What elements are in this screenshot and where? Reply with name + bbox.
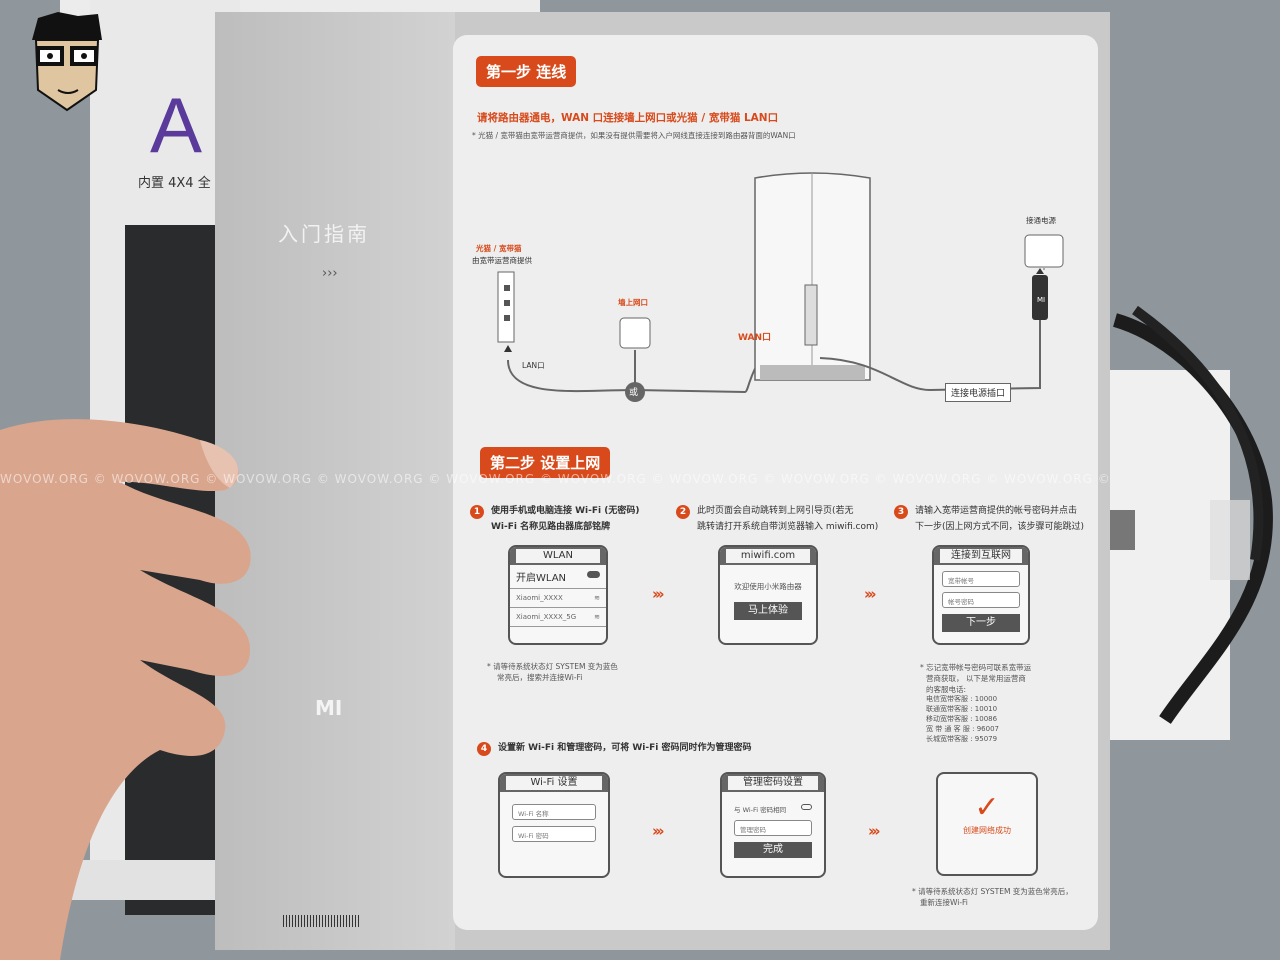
- modem-label: 光猫 / 宽带猫: [476, 244, 522, 253]
- step-number-4: 4: [477, 742, 491, 756]
- wifi-network-item: Xiaomi_XXXX≋: [510, 589, 606, 608]
- wlan-toggle-row: 开启WLAN: [510, 565, 606, 589]
- plug-logo: MI: [1037, 296, 1046, 304]
- wan-label: WAN口: [738, 333, 772, 343]
- done-button: 完成: [734, 842, 812, 858]
- admin-setup-screen: 管理密码设置 与 Wi-Fi 密码相同 管理密码 完成: [720, 772, 826, 878]
- account-field: 宽带帐号: [942, 571, 1020, 587]
- or-label: 或: [629, 388, 639, 398]
- browser-url: miwifi.com: [726, 549, 810, 563]
- lan-label: LAN口: [522, 361, 545, 370]
- connect-title: 连接到互联网: [940, 549, 1022, 563]
- step-instruction-2: 此时页面会自动跳转到上网引导页(若无跳转请打开系统自带浏览器输入 miwifi.…: [697, 506, 879, 532]
- chevron-arrow-icon: ›››: [864, 585, 876, 603]
- power-cable-image: [1105, 305, 1273, 724]
- avatar-logo: [32, 12, 102, 112]
- admin-password-field: 管理密码: [734, 820, 812, 836]
- hand-image: [0, 419, 251, 960]
- wifi-setup-title: Wi-Fi 设置: [506, 776, 602, 790]
- power-port-label: 连接电源插口: [945, 383, 1012, 402]
- chevron-arrow-icon: ›››: [652, 822, 664, 840]
- step-number-2: 2: [676, 505, 690, 519]
- wifi-icon: ≋: [594, 613, 600, 621]
- chevron-arrow-icon: ›››: [868, 822, 880, 840]
- note-step3: * 忘记宽带帐号密码可联系宽带运营商获取， 以下是常用运营商的客服电话:: [920, 663, 1032, 694]
- accessory-box: [1100, 370, 1230, 740]
- connect-screen: 连接到互联网 宽带帐号 帐号密码 下一步: [932, 545, 1030, 645]
- step1-note: * 光猫 / 宽带猫由宽带运营商提供，如果没有提供需要将入户网线直接连接到路由器…: [472, 131, 796, 140]
- wifi-password-field: Wi-Fi 密码: [512, 826, 596, 842]
- same-password-toggle: 与 Wi-Fi 密码相同: [734, 804, 812, 814]
- hotline-item: 联通宽带客服 : 10010: [926, 705, 998, 713]
- password-field: 帐号密码: [942, 592, 1020, 608]
- wlan-screen: WLAN 开启WLAN Xiaomi_XXXX≋ Xiaomi_XXXX_5G≋: [508, 545, 608, 645]
- hotline-list: 电信宽带客服 : 10000 联通宽带客服 : 10010 移动宽带客服 : 100…: [926, 694, 999, 744]
- guide-title: 入门指南: [278, 222, 370, 246]
- chevron-arrow-icon: ›››: [652, 585, 664, 603]
- guide-cover: [215, 12, 455, 950]
- hotline-item: 长城宽带客服 : 95079: [926, 735, 998, 743]
- box-brand-letter: A: [150, 81, 203, 169]
- step-number-3: 3: [894, 505, 908, 519]
- browser-screen: miwifi.com 欢迎使用小米路由器 马上体验: [718, 545, 818, 645]
- final-note: * 请等待系统状态灯 SYSTEM 变为蓝色常亮后，重新连接Wi-Fi: [912, 887, 1073, 907]
- wifi-network-item: Xiaomi_XXXX_5G≋: [510, 608, 606, 627]
- wifi-icon: ≋: [594, 594, 600, 602]
- note-step1: * 请等待系统状态灯 SYSTEM 变为蓝色常亮后，搜索并连接Wi-Fi: [487, 662, 618, 682]
- box-subtitle: 内置 4X4 全: [138, 176, 211, 191]
- wiring-diagram: [497, 172, 1064, 402]
- step1-badge: 第一步 连线: [476, 56, 577, 87]
- step2-badge: 第二步 设置上网: [480, 447, 611, 478]
- watermark: WOVOW.ORG © WOVOW.ORG © WOVOW.ORG © WOVO…: [0, 472, 1111, 486]
- next-button: 下一步: [942, 614, 1020, 632]
- checkmark-icon: ✓: [974, 790, 1000, 825]
- welcome-text: 欢迎使用小米路由器: [734, 582, 802, 591]
- chevron-icon: ›››: [322, 266, 338, 281]
- hotline-item: 移动宽带客服 : 10086: [926, 715, 998, 723]
- step1-instruction: 请将路由器通电，WAN 口连接墙上网口或光猫 / 宽带猫 LAN口: [477, 112, 779, 124]
- mi-logo: MI: [315, 696, 343, 720]
- modem-sub: 由宽带运营商提供: [472, 256, 532, 265]
- hotline-item: 宽 带 通 客 服 : 96007: [926, 725, 999, 733]
- try-now-button: 马上体验: [734, 602, 802, 620]
- wlan-title: WLAN: [516, 549, 600, 563]
- toggle-icon: [587, 571, 600, 578]
- wifi-name-field: Wi-Fi 名称: [512, 804, 596, 820]
- barcode: [283, 915, 361, 927]
- hotline-item: 电信宽带客服 : 10000: [926, 695, 998, 703]
- power-label: 接通电源: [1026, 216, 1056, 225]
- step-number-1: 1: [470, 505, 484, 519]
- success-text: 创建网络成功: [963, 826, 1011, 835]
- admin-setup-title: 管理密码设置: [728, 776, 818, 790]
- wifi-setup-screen: Wi-Fi 设置 Wi-Fi 名称 Wi-Fi 密码: [498, 772, 610, 878]
- toggle-icon: [801, 804, 812, 810]
- success-screen: ✓ 创建网络成功: [936, 772, 1038, 876]
- wall-port-label: 墙上网口: [618, 298, 648, 307]
- step-instruction-1: 使用手机或电脑连接 Wi-Fi (无密码)Wi-Fi 名称见路由器底部铭牌: [491, 506, 640, 532]
- step-instruction-3: 请输入宽带运营商提供的帐号密码并点击下一步(因上网方式不同，该步骤可能跳过): [915, 506, 1085, 532]
- step-instruction-4: 设置新 Wi-Fi 和管理密码，可将 Wi-Fi 密码同时作为管理密码: [498, 743, 752, 753]
